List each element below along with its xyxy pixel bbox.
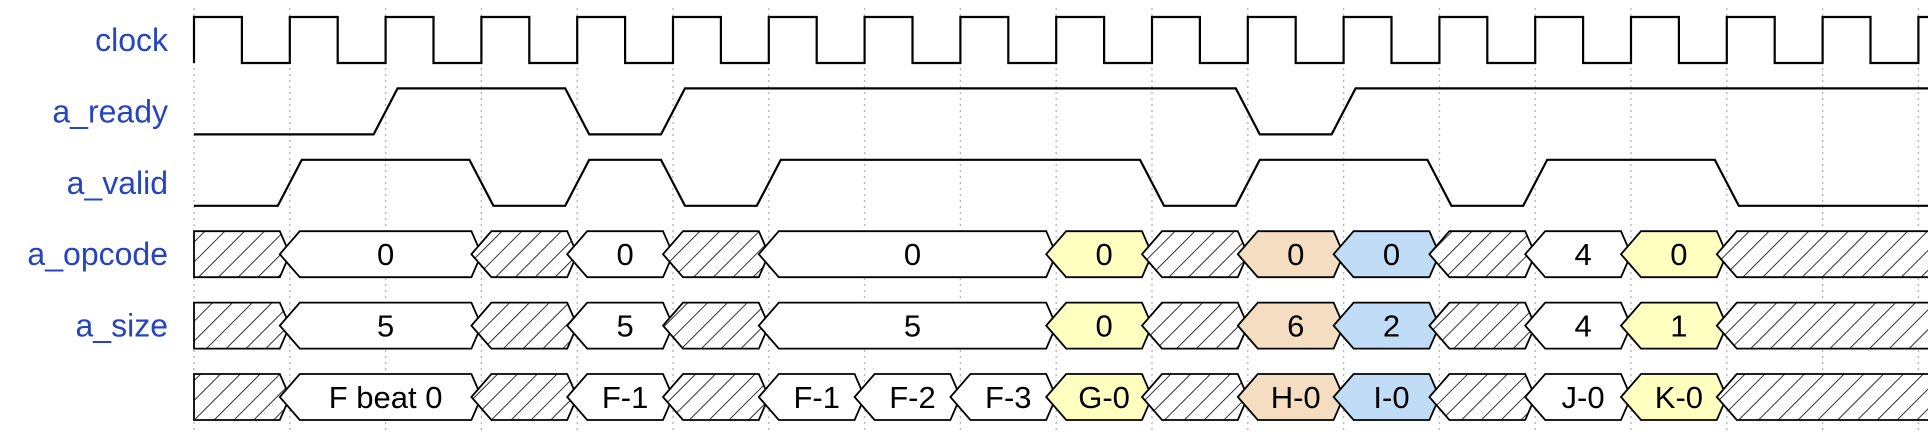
bus-value-label: K-0 [1655,380,1703,415]
bus-dont-care-segment [470,373,579,421]
signal-label: clock [95,22,169,58]
bus-dont-care-segment [1428,373,1537,421]
waveforms: 0 0 0 0 0 0 4 0 5 5 5 0 6 2 4 1 F beat 0 F-1 F-1 F-2 F-3 G-0 H… [192,15,1928,421]
bus-value-label: 4 [1574,237,1591,272]
bus-value-label: 1 [1670,309,1687,344]
bus-dont-care-segment [470,301,579,350]
signal-label: a_valid [67,165,168,201]
bus-value-label: 0 [377,237,394,272]
bus-value-label: G-0 [1078,380,1130,415]
bus-dont-care-segment [1715,373,1928,421]
bus-value-label: 0 [1383,237,1400,272]
bus-value-label: 0 [1095,237,1112,272]
signal-a_valid-wave [194,158,1928,207]
signal-beat-wave: F beat 0 F-1 F-1 F-2 F-3 G-0 H-0 I-0 J-0 K-0 [193,373,1928,421]
bus-dont-care-segment [470,230,579,279]
bus-value-label: 6 [1287,309,1304,344]
clock-trace [192,15,1928,65]
bus-value-label: 5 [904,309,921,344]
bus-value-label: 0 [1670,237,1687,272]
bus-dont-care-segment [661,230,770,279]
bus-dont-care-segment [193,230,291,279]
bus-value-label: 5 [377,309,394,344]
bus-value-label: 0 [1287,237,1304,272]
bus-dont-care-segment [1140,373,1249,421]
bus-dont-care-segment [193,373,291,421]
bus-value-label: 5 [616,309,633,344]
signal-clock-wave [192,15,1928,65]
bus-dont-care-segment [661,373,770,421]
bus-value-label: F beat 0 [329,380,443,415]
bus-dont-care-segment [1715,301,1928,350]
bus-dont-care-segment [661,301,770,350]
bus-value-label: 4 [1574,309,1591,344]
bus-value-label: H-0 [1271,380,1321,415]
bit-trace [194,87,1928,136]
signal-label: a_size [76,308,169,344]
bus-value-label: I-0 [1373,380,1409,415]
bus-value-label: 2 [1383,309,1400,344]
bus-dont-care-segment [1715,230,1928,279]
bus-value-label: F-3 [985,380,1032,415]
signal-a_opcode-wave: 0 0 0 0 0 0 4 0 [193,230,1928,279]
bus-value-label: 0 [616,237,633,272]
signal-label: a_ready [52,93,168,129]
signal-a_ready-wave [194,87,1928,136]
bus-value-label: J-0 [1562,380,1605,415]
signal-label: a_opcode [27,236,168,272]
bus-dont-care-segment [1428,230,1537,279]
bus-value-label: F-1 [793,380,840,415]
bus-dont-care-segment [193,301,291,350]
signal-a_size-wave: 5 5 5 0 6 2 4 1 [193,301,1928,350]
bus-value-label: 0 [1095,309,1112,344]
bus-dont-care-segment [1428,301,1537,350]
bus-value-label: F-2 [889,380,936,415]
bus-value-label: 0 [904,237,921,272]
bus-dont-care-segment [1140,301,1249,350]
bus-dont-care-segment [1140,230,1249,279]
cycle-gridlines [193,8,1920,430]
bus-value-label: F-1 [602,380,649,415]
bit-trace [194,158,1928,207]
signal-labels: clock a_ready a_valid a_opcode a_size [27,22,169,344]
